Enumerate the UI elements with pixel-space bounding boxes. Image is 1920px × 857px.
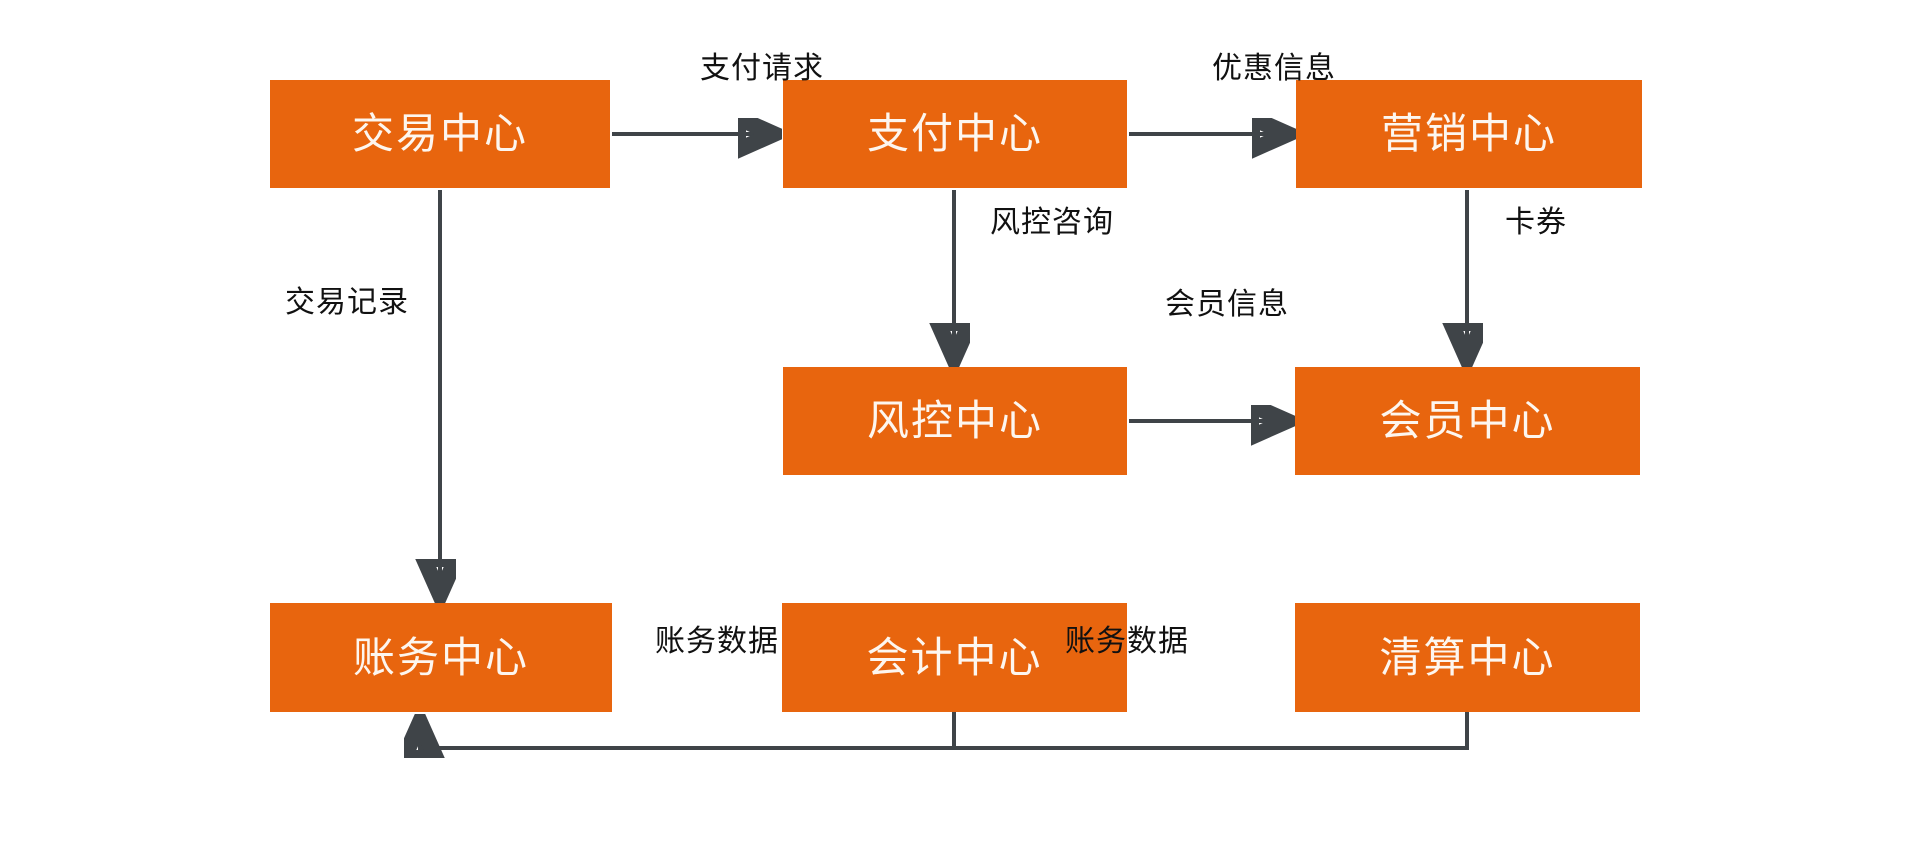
- edge-label-risk-consult: 风控咨询: [990, 206, 1114, 239]
- node-label: 账务中心: [352, 633, 529, 681]
- edge-finance-to-accounting: [420, 712, 956, 748]
- node-label: 风控中心: [866, 397, 1043, 444]
- edge-label-account-data-left: 账务数据: [655, 625, 779, 658]
- edge-label-promotion-info: 优惠信息: [1212, 52, 1336, 85]
- node-label: 营销中心: [1380, 110, 1557, 157]
- node-label: 会员中心: [1379, 397, 1556, 444]
- node-label: 交易中心: [351, 110, 528, 157]
- node-payment-center[interactable]: 支付中心: [783, 80, 1127, 188]
- node-trade-center[interactable]: 交易中心: [270, 80, 610, 188]
- edge-label-member-info: 会员信息: [1165, 288, 1289, 321]
- node-marketing-center[interactable]: 营销中心: [1296, 80, 1642, 188]
- edge-label-coupon: 卡券: [1505, 206, 1567, 239]
- node-label: 清算中心: [1379, 633, 1556, 681]
- node-member-center[interactable]: 会员中心: [1295, 367, 1640, 475]
- node-finance-center[interactable]: 会计中心: [782, 603, 1127, 712]
- edge-settlement-to-accounting: [954, 712, 1469, 750]
- node-accounting-center[interactable]: 账务中心: [270, 603, 612, 712]
- node-label: 支付中心: [866, 110, 1043, 157]
- node-riskcontrol-center[interactable]: 风控中心: [783, 367, 1127, 475]
- edge-label-account-data-right: 账务数据: [1065, 625, 1189, 658]
- edge-label-payment-request: 支付请求: [700, 52, 824, 85]
- node-label: 会计中心: [866, 633, 1043, 681]
- node-settlement-center[interactable]: 清算中心: [1295, 603, 1640, 712]
- edge-label-trade-record: 交易记录: [285, 286, 409, 319]
